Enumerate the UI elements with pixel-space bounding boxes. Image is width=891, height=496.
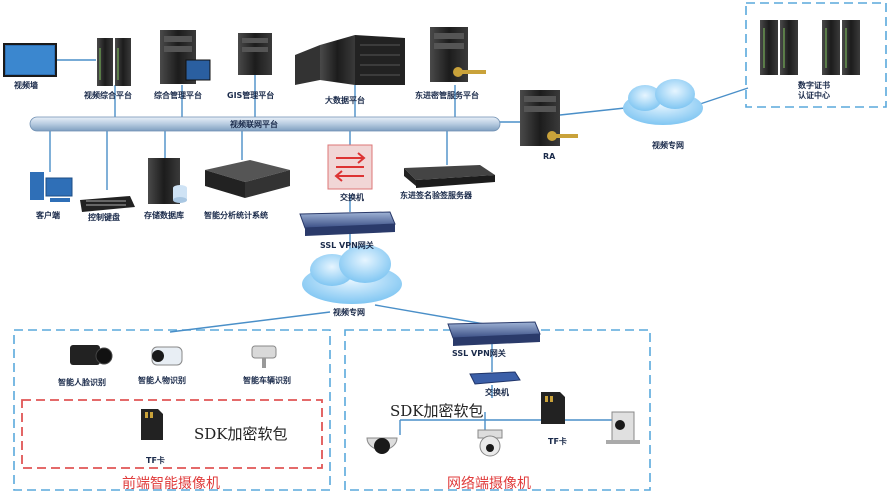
sdk-region-border bbox=[21, 399, 323, 469]
ca-center-label-line2: 认证中心 bbox=[798, 91, 830, 100]
ptz-camera-icon bbox=[477, 429, 503, 457]
ssl-gateway-icon bbox=[299, 211, 396, 236]
key-service-platform-label: 东进密管服务平台 bbox=[415, 91, 479, 100]
analytics-label: 智能分析统计系统 bbox=[204, 211, 268, 220]
connection-lines bbox=[49, 59, 749, 435]
ra-label: RA bbox=[543, 152, 556, 161]
sd-card-icon bbox=[541, 392, 565, 424]
client-pc-icon bbox=[30, 172, 73, 202]
storage-icon bbox=[148, 158, 187, 204]
mgmt-platform-label: 综合管理平台 bbox=[154, 91, 202, 100]
dome-camera-icon bbox=[366, 437, 398, 454]
cloud-icon bbox=[623, 79, 703, 125]
box-camera-icon bbox=[606, 411, 640, 444]
front-tf-label: TF卡 bbox=[146, 456, 165, 465]
key-server-icon bbox=[430, 27, 486, 82]
ssl-vpn-label: SSL VPN网关 bbox=[320, 241, 374, 250]
private-net-right-label: 视频专网 bbox=[652, 141, 684, 150]
ca-server-icon bbox=[760, 20, 860, 75]
datacenter-icon bbox=[295, 35, 405, 85]
front-region-title: 前端智能摄像机 bbox=[122, 476, 220, 492]
front-region-border bbox=[13, 329, 331, 491]
switch-label: 交换机 bbox=[340, 193, 364, 202]
network-region-border bbox=[344, 329, 651, 491]
gis-platform-label: GIS管理平台 bbox=[227, 91, 275, 100]
ca-region-border bbox=[745, 2, 887, 108]
server-rack-icon bbox=[97, 38, 131, 86]
bus-bar bbox=[29, 116, 501, 132]
bus-label: 视频联网平台 bbox=[230, 120, 278, 129]
sd-card-icon bbox=[141, 409, 163, 440]
cloud-icon bbox=[302, 245, 402, 304]
cloud-center-label: 视频专网 bbox=[333, 308, 365, 317]
keyboard-icon bbox=[80, 196, 135, 212]
network-sdk-label: SDK加密软包 bbox=[390, 402, 484, 420]
ca-center-label-line1: 数字证书 bbox=[798, 81, 830, 90]
vehicle-cam-label: 智能车辆识别 bbox=[243, 376, 291, 385]
ra-server-icon bbox=[520, 90, 578, 146]
client-label: 客户端 bbox=[36, 211, 60, 220]
bigdata-platform-label: 大数据平台 bbox=[325, 96, 365, 105]
sign-server-label: 东进签名验签服务器 bbox=[400, 191, 472, 200]
vehicle-camera-icon bbox=[251, 345, 277, 368]
video-wall-label: 视频墙 bbox=[14, 81, 38, 90]
network-ssl-vpn-label: SSL VPN网关 bbox=[452, 349, 506, 358]
analytics-box-icon bbox=[205, 160, 290, 198]
network-region-title: 网络端摄像机 bbox=[447, 476, 531, 492]
network-switch-label: 交换机 bbox=[485, 388, 509, 397]
server-icon bbox=[160, 30, 211, 84]
video-platform-label: 视频综合平台 bbox=[84, 91, 132, 100]
face-cam-label: 智能人脸识别 bbox=[58, 378, 106, 387]
front-sdk-label: SDK加密软包 bbox=[194, 425, 288, 443]
network-tf-label: TF卡 bbox=[548, 437, 567, 446]
ssl-gateway-icon bbox=[447, 321, 541, 346]
person-camera-icon bbox=[151, 346, 183, 366]
person-cam-label: 智能人物识别 bbox=[138, 376, 186, 385]
face-camera-icon bbox=[70, 345, 113, 365]
keyboard-label: 控制键盘 bbox=[88, 213, 120, 222]
server-icon bbox=[238, 33, 272, 75]
switch-icon bbox=[327, 144, 373, 190]
network-switch-icon bbox=[469, 371, 521, 385]
storage-label: 存储数据库 bbox=[144, 211, 184, 220]
monitor-icon bbox=[3, 43, 57, 77]
sign-server-icon bbox=[404, 165, 495, 188]
